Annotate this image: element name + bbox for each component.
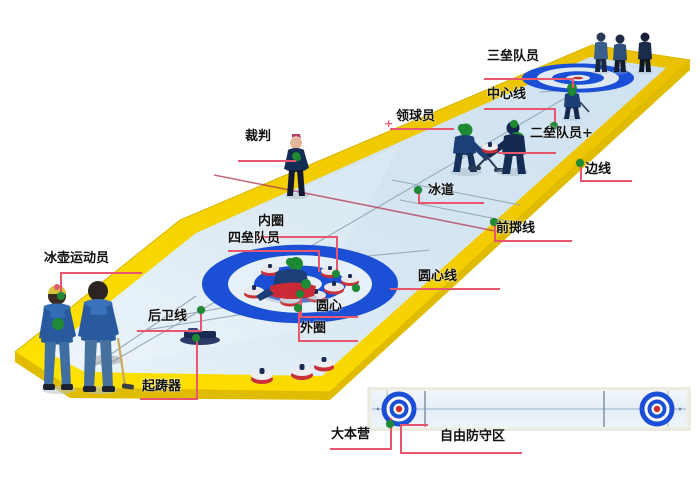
marker-dot-lead: [458, 124, 466, 132]
label-tee-line: 圆心线: [418, 269, 458, 284]
leader-teeline-h: [390, 288, 500, 290]
leader-referee-h: [238, 160, 296, 162]
leader-center-h: [300, 316, 358, 318]
marker-dot-fourth: [286, 258, 294, 266]
label-back-line: 后卫线: [148, 309, 188, 324]
marker-dot-house: [386, 420, 394, 428]
marker-dot-outer: [294, 304, 302, 312]
label-house: 大本营: [331, 427, 371, 442]
label-fourth-player: 四垒队员: [228, 231, 281, 246]
leader-backline-v: [200, 312, 202, 332]
thrower-figure-house: [256, 257, 318, 304]
leader-hogline-h: [494, 240, 572, 242]
label-ice-lane: 冰道: [428, 183, 455, 198]
leader-inner-h: [258, 236, 338, 238]
label-free-guard-zone: 自由防守区: [440, 429, 506, 444]
leader-centerline-v: [554, 108, 556, 128]
label-outer-circle: 外圈: [300, 321, 327, 336]
leader-fgz-v: [400, 424, 402, 452]
label-athletes: 冰壶运动员: [44, 251, 110, 266]
leader-fgz-h: [400, 452, 522, 454]
leader-hogline-v: [494, 222, 496, 241]
label-hog-line: 前掷线: [496, 221, 536, 236]
marker-dot-centerline: [550, 122, 558, 130]
third-player-figure: [562, 83, 590, 121]
label-inner-circle: 内圈: [258, 214, 285, 229]
leader-athletes-v: [60, 272, 62, 294]
label-lead-player: 领球员: [396, 109, 436, 124]
athlete-figure-left-1: [39, 284, 76, 394]
label-hack: 起踌器: [142, 379, 182, 394]
leader-house-h: [330, 448, 392, 450]
leader-athletes-h: [60, 272, 142, 274]
leader-hack-h: [140, 398, 198, 400]
inset-house-left: [381, 391, 417, 427]
leader-centerline-h: [484, 108, 556, 110]
marker-dot-sideline: [576, 159, 584, 167]
marker-dot-hogline: [490, 218, 498, 226]
leader-fourth-h: [228, 250, 320, 252]
label-referee: 裁判: [245, 129, 272, 144]
referee-figure: [284, 134, 309, 199]
marker-dot-third: [568, 88, 576, 96]
leader-fourth-v: [318, 250, 320, 272]
label-house-center: 圆心: [316, 299, 343, 314]
marker-dot-referee: [292, 152, 300, 160]
leader-icelane-v: [418, 190, 420, 203]
marker-dot-second: [510, 120, 518, 128]
leader-third-h: [484, 78, 574, 80]
label-second-player: 二垒队员+: [530, 126, 593, 141]
leader-sideline-h: [580, 180, 632, 182]
inset-topdown-sheet: [367, 387, 691, 431]
leader-house-v: [390, 418, 392, 448]
leader-outer-h: [298, 340, 358, 342]
athlete-figure-left-2: [78, 281, 134, 394]
label-side-line: 边线: [585, 162, 612, 177]
label-center-line: 中心线: [487, 87, 527, 102]
marker-dot-teeline: [352, 284, 360, 292]
marker-dot-inner: [332, 270, 340, 278]
marker-dot-backline: [197, 306, 205, 314]
marker-dot-icelane: [414, 186, 422, 194]
tee-line-highlight: [213, 174, 501, 233]
sweeper-figure-2: [468, 121, 528, 176]
leader-inner-v: [336, 236, 338, 274]
leader-fgz-top: [400, 424, 428, 426]
leader-icelane-h: [418, 202, 484, 204]
far-end-standing-figures: [593, 32, 653, 75]
stone-in-play: [482, 142, 498, 154]
leader-hack-v: [196, 340, 198, 398]
inset-house-right: [639, 391, 675, 427]
plus-marker-lead: +: [384, 117, 394, 130]
label-third-player: 三垒队员: [487, 49, 540, 64]
leader-lead-h: [390, 128, 454, 130]
marker-dot-center: [296, 290, 304, 298]
leader-outer-v: [298, 308, 300, 340]
leader-second-h: [498, 152, 556, 154]
marker-dot-athletes: [57, 292, 65, 300]
stones-near-edge: [251, 357, 334, 384]
leader-sideline-v: [580, 163, 582, 181]
leader-third-v: [572, 78, 574, 92]
marker-dot-hack: [192, 334, 200, 342]
leader-backline-h: [137, 330, 202, 332]
